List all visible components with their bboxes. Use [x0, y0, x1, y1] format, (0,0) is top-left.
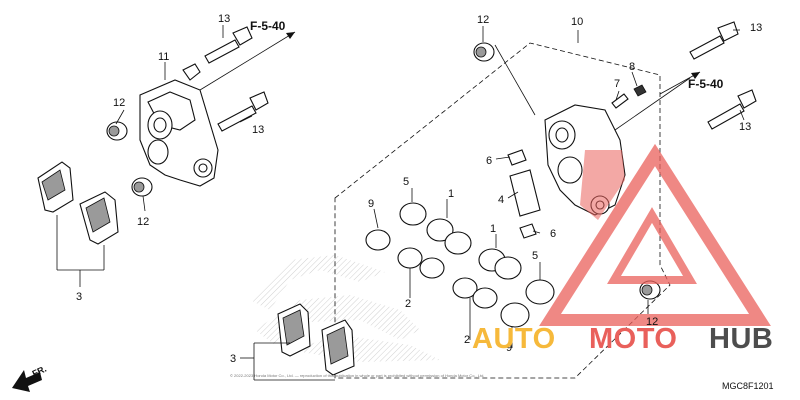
right-caliper-bolt-lower — [707, 89, 757, 130]
pad-clip-lower — [519, 223, 537, 239]
left-caliper-bolt-upper — [204, 26, 253, 64]
bottom-brake-pads — [277, 303, 355, 376]
copyright-fine-print: © 2022-2023 Honda Motor Co., Ltd. — repr… — [230, 373, 484, 378]
reference-label-f-5-40: F-5-40 — [250, 19, 286, 33]
left-collar-lower — [131, 177, 153, 197]
piston-group-right — [452, 248, 555, 328]
part-label-6: 6 — [550, 228, 556, 240]
part-label-1: 1 — [448, 188, 454, 200]
front-direction-arrow-icon — [12, 370, 42, 392]
right-collar-lower — [639, 280, 661, 300]
reference-label-f-5-40: F-5-40 — [688, 77, 724, 91]
part-label-2: 2 — [464, 334, 470, 346]
part-label-5: 5 — [403, 176, 409, 188]
svg-text:AUTO: AUTO — [472, 323, 556, 355]
svg-text:HUB: HUB — [709, 323, 773, 355]
part-label-13: 13 — [218, 13, 230, 25]
part-label-8: 8 — [629, 61, 635, 73]
part-label-10: 10 — [571, 16, 583, 28]
part-label-1: 1 — [490, 223, 496, 235]
part-label-6: 6 — [486, 155, 492, 167]
part-label-7: 7 — [614, 78, 620, 90]
part-label-11: 11 — [158, 51, 169, 63]
piston-group-left — [365, 202, 472, 279]
part-label-12: 12 — [137, 216, 149, 228]
part-label-5: 5 — [532, 250, 538, 262]
left-brake-pads — [37, 161, 119, 245]
pad-clip-upper — [507, 149, 527, 166]
pad-spring — [509, 169, 541, 217]
left-collar-upper — [106, 121, 128, 141]
part-label-4: 4 — [498, 194, 504, 206]
watermark-brand-text: AUTO MOTO HUB — [472, 323, 773, 355]
part-label-3: 3 — [230, 353, 236, 365]
part-label-12: 12 — [477, 14, 489, 26]
part-label-9: 9 — [506, 342, 512, 354]
left-caliper-bolt-lower — [217, 91, 269, 132]
assembly-group-outline — [334, 42, 671, 379]
part-label-12: 12 — [646, 316, 658, 328]
bleeder-screw — [611, 93, 629, 109]
part-label-12: 12 — [113, 97, 125, 109]
bleeder-cap — [633, 84, 647, 97]
svg-text:MOTO: MOTO — [589, 323, 677, 355]
right-collar-upper — [473, 42, 495, 62]
part-label-2: 2 — [405, 298, 411, 310]
part-label-13: 13 — [252, 124, 264, 136]
part-label-9: 9 — [368, 198, 374, 210]
part-label-13: 13 — [739, 121, 751, 133]
part-label-3: 3 — [76, 291, 82, 303]
left-caliper-body — [139, 63, 219, 187]
part-label-13: 13 — [750, 22, 762, 34]
diagram-code: MGC8F1201 — [722, 381, 774, 391]
right-caliper-bolt-upper — [689, 21, 739, 60]
watermark-triangle-logo — [539, 143, 771, 326]
front-direction-label: FR. — [31, 364, 48, 379]
